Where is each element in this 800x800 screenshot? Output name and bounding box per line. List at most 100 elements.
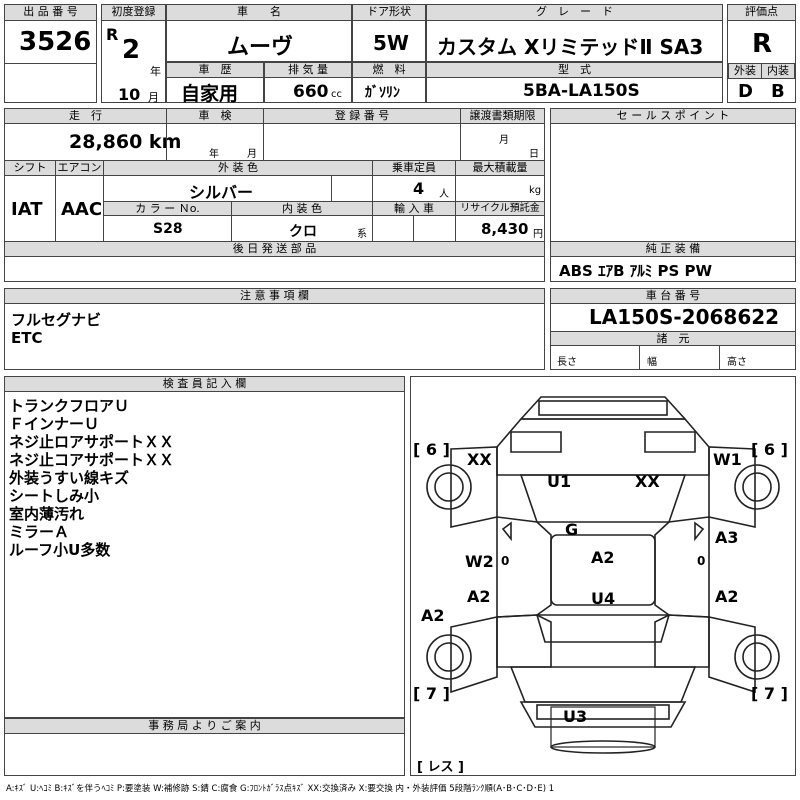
car-name: ムーヴ <box>227 35 294 60</box>
inspector-line: ミラーＡ <box>9 523 70 541</box>
mark-zero-right: 0 <box>697 554 705 568</box>
rear-bumper <box>519 701 687 728</box>
rear-fenders <box>450 616 756 694</box>
front-grille <box>538 400 668 416</box>
score: R <box>752 29 773 59</box>
mark-u4: U4 <box>591 589 615 608</box>
inspector-line: ＦインナーＵ <box>9 415 100 433</box>
mark-a2-center: A2 <box>591 548 615 567</box>
registration-number-label: 登 録 番 号 <box>264 109 460 124</box>
inspector-line: トランクフロアＵ <box>9 397 130 415</box>
chassis-label: 車 台 番 号 <box>551 289 795 304</box>
bracket-6-left: [ 6 ] <box>413 440 450 459</box>
wheels <box>426 464 780 680</box>
score-box: 評価点 R 外装 内装 D B <box>727 4 796 103</box>
inspector-label: 検 査 員 記 入 欄 <box>5 377 404 392</box>
mark-a3: A3 <box>715 528 739 547</box>
mark-u3: U3 <box>563 707 587 726</box>
history-label: 車 歴 <box>167 63 263 78</box>
front-fenders <box>450 446 756 528</box>
grade: カスタム XリミテッドⅡ SA3 <box>437 35 704 59</box>
divider <box>55 161 56 241</box>
car-name-label: 車 名 <box>167 5 351 21</box>
chassis-box: 車 台 番 号 LA150S-2068622 諸 元 長さ 幅 高さ <box>550 288 796 370</box>
bracket-6-right: [ 6 ] <box>751 440 788 459</box>
mileage: 28,860 km <box>69 131 182 153</box>
recycle-fee-unit: 円 <box>533 229 543 240</box>
shift: IAT <box>11 199 43 220</box>
interior-score: B <box>771 81 785 102</box>
transfer-month-unit: 月 <box>499 135 509 146</box>
legend: A:ｷｽﾞ U:ﾍｺﾐ B:ｷｽﾞを伴うﾍｺﾐ P:要塗装 W:補修跡 S:錆 … <box>6 784 555 794</box>
first-registration-label: 初度登録 <box>102 5 165 21</box>
divider <box>460 109 461 160</box>
width-label: 幅 <box>647 357 657 368</box>
transfer-day-unit: 日 <box>529 149 539 160</box>
mirrors <box>501 521 705 542</box>
left-rear-door <box>496 614 552 668</box>
divider <box>103 201 544 202</box>
rear-glass <box>535 614 671 643</box>
back-door <box>509 666 697 703</box>
office-box: 事 務 局 よ り ご 案 内 <box>4 718 405 776</box>
mark-xx-front-left: XX <box>467 450 492 469</box>
fuel: ｶﾞｿﾘﾝ <box>365 85 400 101</box>
transfer-deadline-label: 譲渡書類期限 <box>461 109 544 124</box>
reg-year: 2 <box>122 35 141 65</box>
inspection-label: 車 検 <box>167 109 263 124</box>
note-line: ETC <box>11 329 43 347</box>
headlights <box>510 431 696 453</box>
interior-label: 内装 <box>761 63 795 79</box>
mark-u1: U1 <box>547 472 571 491</box>
capacity-unit: 人 <box>439 189 449 200</box>
inspector-line: シートしみ小 <box>9 487 100 505</box>
equipment-box: 純 正 装 備 ABS ｴｱB ｱﾙﾐ PS PW <box>550 241 796 282</box>
divider <box>639 346 640 369</box>
car-name-box: 車 名 ムーヴ <box>166 4 352 62</box>
lot-number: 3526 <box>19 27 92 57</box>
door-box: ドア形状 5W <box>352 4 426 62</box>
mark-zero-left: 0 <box>501 554 509 568</box>
displacement-box: 排 気 量 660 cc <box>264 62 352 103</box>
divider <box>231 201 232 241</box>
divider <box>166 109 167 160</box>
capacity: 4 <box>413 179 425 198</box>
sales-points-label: セ ー ル ス ポ イ ン ト <box>551 109 795 124</box>
fuel-label: 燃 料 <box>353 63 425 78</box>
right-rear-door <box>654 614 710 668</box>
car-diagram: [ 6 ] [ 6 ] [ 7 ] [ 7 ] [ レス ] XX W1 U1 … <box>413 396 788 775</box>
sales-points-box: セ ー ル ス ポ イ ン ト <box>550 108 796 242</box>
divider <box>263 109 264 160</box>
specs-label: 諸 元 <box>551 331 795 346</box>
height-label: 高さ <box>727 357 747 368</box>
history: 自家用 <box>181 83 239 105</box>
capacity-label: 乗車定員 <box>373 161 455 176</box>
lot-number-label: 出 品 番 号 <box>5 5 96 21</box>
inspector-line: 室内薄汚れ <box>9 505 85 523</box>
year-unit: 年 <box>150 65 161 78</box>
later-parts-box: 後 日 発 送 部 品 <box>4 241 545 282</box>
mark-a2-left-door: A2 <box>467 587 491 606</box>
office-label: 事 務 局 よ り ご 案 内 <box>5 719 404 734</box>
era: R <box>106 25 119 44</box>
aircon-label: エアコン <box>56 161 103 176</box>
mark-w1: W1 <box>713 450 742 469</box>
exterior-label: 外装 <box>728 63 762 79</box>
length-label: 長さ <box>557 357 577 368</box>
inspector-line: ルーフ小U多数 <box>9 541 111 559</box>
mark-w2: W2 <box>465 552 494 571</box>
notes-box: 注 意 事 項 欄 フルセグナビ ETC <box>4 288 545 370</box>
spec-row: シフト IAT エアコン AAC 外 装 色 シルバー 乗車定員 4 人 最大積… <box>4 160 545 242</box>
model: 5BA-LA150S <box>523 81 640 101</box>
inspector-line: 外装うすい線キズ <box>9 469 130 487</box>
model-label: 型 式 <box>427 63 722 78</box>
later-parts-label: 後 日 発 送 部 品 <box>5 242 544 257</box>
inspection-month-unit: 月 <box>247 149 257 160</box>
max-load-label: 最大積載量 <box>456 161 544 176</box>
mileage-row: 走 行 28,860 km 車 検 年 月 登 録 番 号 譲渡書類期限 月 日 <box>4 108 545 161</box>
bracket-7-left: [ 7 ] <box>413 684 450 703</box>
interior-color-label: 内 装 色 <box>232 202 372 216</box>
exterior-score: D <box>738 81 753 102</box>
rear-panel <box>536 704 670 720</box>
